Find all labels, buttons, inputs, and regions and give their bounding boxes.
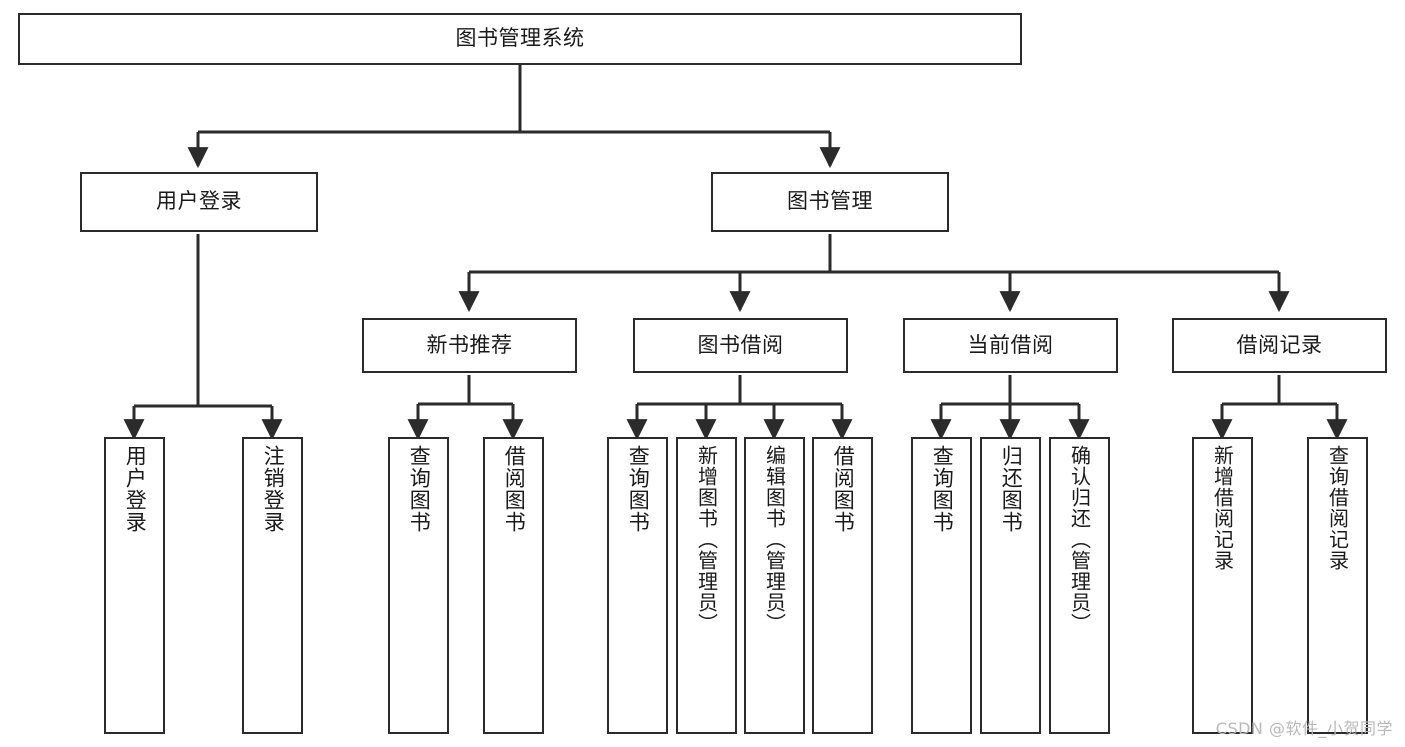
node-user-login[interactable]: 用户登录: [80, 172, 318, 232]
node-root-label: 图书管理系统: [455, 26, 585, 51]
leaf-borrow-book-2-label: 借阅图书: [831, 445, 856, 533]
leaf-user-login[interactable]: 用户登录: [104, 437, 165, 734]
leaf-logout-login-label: 注销登录: [261, 445, 286, 533]
leaf-query-book-2-label: 查询图书: [626, 445, 651, 533]
leaf-borrow-book-1-label: 借阅图书: [502, 445, 527, 533]
leaf-return-book-label: 归还图书: [999, 445, 1024, 533]
leaf-query-borrow-record-label: 查询借阅记录: [1325, 445, 1350, 571]
leaf-confirm-return-label: 确认归还（管理员）: [1067, 445, 1092, 634]
leaf-add-borrow-record[interactable]: 新增借阅记录: [1192, 437, 1253, 734]
node-borrow-record-label: 借阅记录: [1236, 332, 1323, 357]
leaf-edit-book-label: 编辑图书（管理员）: [762, 445, 787, 634]
leaf-query-borrow-record[interactable]: 查询借阅记录: [1307, 437, 1368, 734]
leaf-user-login-label: 用户登录: [123, 445, 148, 533]
node-book-borrow[interactable]: 图书借阅: [633, 318, 848, 373]
node-current-borrow[interactable]: 当前借阅: [903, 318, 1118, 373]
node-new-book-recommend[interactable]: 新书推荐: [362, 318, 577, 373]
leaf-query-book-1[interactable]: 查询图书: [388, 437, 449, 734]
leaf-confirm-return[interactable]: 确认归还（管理员）: [1049, 437, 1110, 734]
leaf-add-borrow-record-label: 新增借阅记录: [1210, 445, 1235, 571]
leaf-add-book-label: 新增图书（管理员）: [694, 445, 719, 634]
leaf-query-book-2[interactable]: 查询图书: [607, 437, 668, 734]
node-book-borrow-label: 图书借阅: [697, 332, 784, 357]
leaf-logout-login[interactable]: 注销登录: [242, 437, 303, 734]
leaf-add-book[interactable]: 新增图书（管理员）: [676, 437, 737, 734]
leaf-return-book[interactable]: 归还图书: [980, 437, 1041, 734]
node-book-manage-label: 图书管理: [787, 189, 873, 214]
leaf-query-book-3[interactable]: 查询图书: [911, 437, 972, 734]
node-new-book-recommend-label: 新书推荐: [426, 332, 513, 357]
watermark: CSDN @软件_小贺同学: [1215, 719, 1393, 738]
leaf-edit-book[interactable]: 编辑图书（管理员）: [744, 437, 805, 734]
node-user-login-label: 用户登录: [156, 189, 242, 214]
node-borrow-record[interactable]: 借阅记录: [1172, 318, 1387, 373]
node-current-borrow-label: 当前借阅: [967, 332, 1054, 357]
leaf-query-book-1-label: 查询图书: [407, 445, 432, 533]
leaf-borrow-book-2[interactable]: 借阅图书: [812, 437, 873, 734]
leaf-borrow-book-1[interactable]: 借阅图书: [483, 437, 544, 734]
leaf-query-book-3-label: 查询图书: [930, 445, 955, 533]
node-book-manage[interactable]: 图书管理: [711, 172, 949, 232]
node-root[interactable]: 图书管理系统: [18, 13, 1022, 65]
